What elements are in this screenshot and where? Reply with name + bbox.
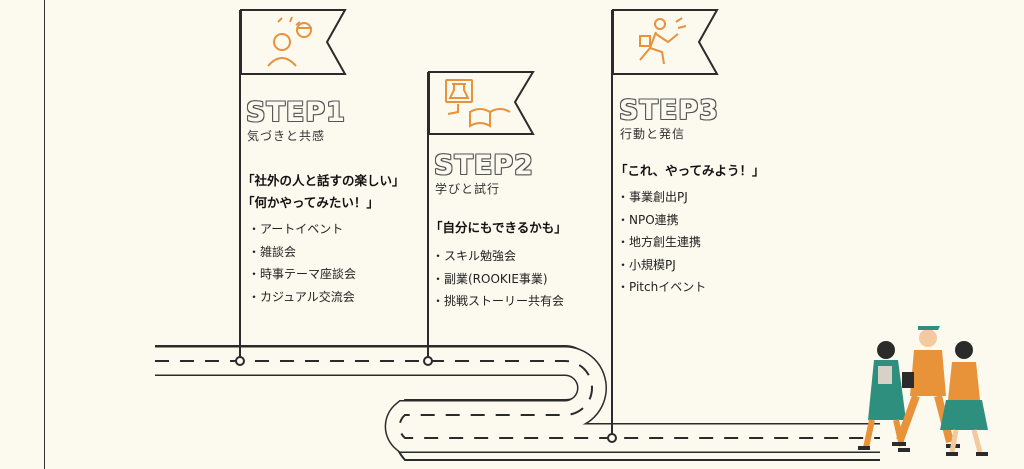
step1-quote-1: 「社外の人と話すの楽しい」 (242, 173, 405, 188)
step2-quote-1: 「自分にもできるかも」 (430, 220, 567, 235)
running-person-icon (639, 17, 687, 65)
step1-quote-2: 「何かやってみたい！」 (242, 195, 379, 210)
milestone-2 (423, 356, 433, 366)
step2-quotes: 「自分にもできるかも」 (430, 217, 567, 239)
step3-list: ・事業創出PJ ・NPO連携 ・地方創生連携 ・小規模PJ ・Pitchイベント (617, 186, 706, 299)
list-item: ・副業(ROOKIE事業) (432, 271, 548, 286)
step1-list: ・アートイベント ・雑談会 ・時事テーマ座談会 ・カジュアル交流会 (248, 218, 356, 308)
road-center-dash (155, 360, 880, 439)
step1-title: STEP1 (246, 97, 346, 128)
conversation-icon (267, 16, 312, 67)
step3-quotes: 「これ、やってみよう！」 (615, 160, 765, 182)
list-item: ・Pitchイベント (617, 280, 707, 294)
list-item: ・地方創生連携 (617, 235, 702, 249)
list-item: ・NPO連携 (617, 212, 679, 227)
step3-subtitle: 行動と発信 (620, 127, 686, 141)
list-item: ・時事テーマ座談会 (248, 267, 357, 281)
step1-quotes: 「社外の人と話すの楽しい」 「何かやってみたい！」 (242, 170, 405, 214)
step2-title: STEP2 (434, 150, 534, 181)
step3-quote-1: 「これ、やってみよう！」 (615, 163, 765, 178)
list-item: ・小規模PJ (617, 257, 676, 272)
left-divider (44, 0, 45, 469)
step2-subtitle: 学びと試行 (435, 182, 501, 196)
step3-title: STEP3 (619, 95, 719, 126)
flag-2 (428, 71, 535, 135)
milestone-1 (235, 356, 245, 366)
milestone-3 (607, 433, 617, 443)
list-item: ・雑談会 (248, 244, 297, 259)
walking-people-illustration (858, 326, 988, 456)
list-item: ・スキル勉強会 (432, 249, 517, 263)
step2-list: ・スキル勉強会 ・副業(ROOKIE事業) ・挑戦ストーリー共有会 (432, 245, 564, 313)
step1-subtitle: 気づきと共感 (247, 129, 326, 143)
list-item: ・事業創出PJ (617, 190, 688, 204)
list-item: ・挑戦ストーリー共有会 (432, 294, 565, 308)
list-item: ・カジュアル交流会 (248, 289, 355, 304)
list-item: ・アートイベント (248, 222, 344, 236)
flag-1 (240, 9, 347, 75)
learning-icon (445, 79, 511, 128)
flag-3 (612, 9, 719, 75)
